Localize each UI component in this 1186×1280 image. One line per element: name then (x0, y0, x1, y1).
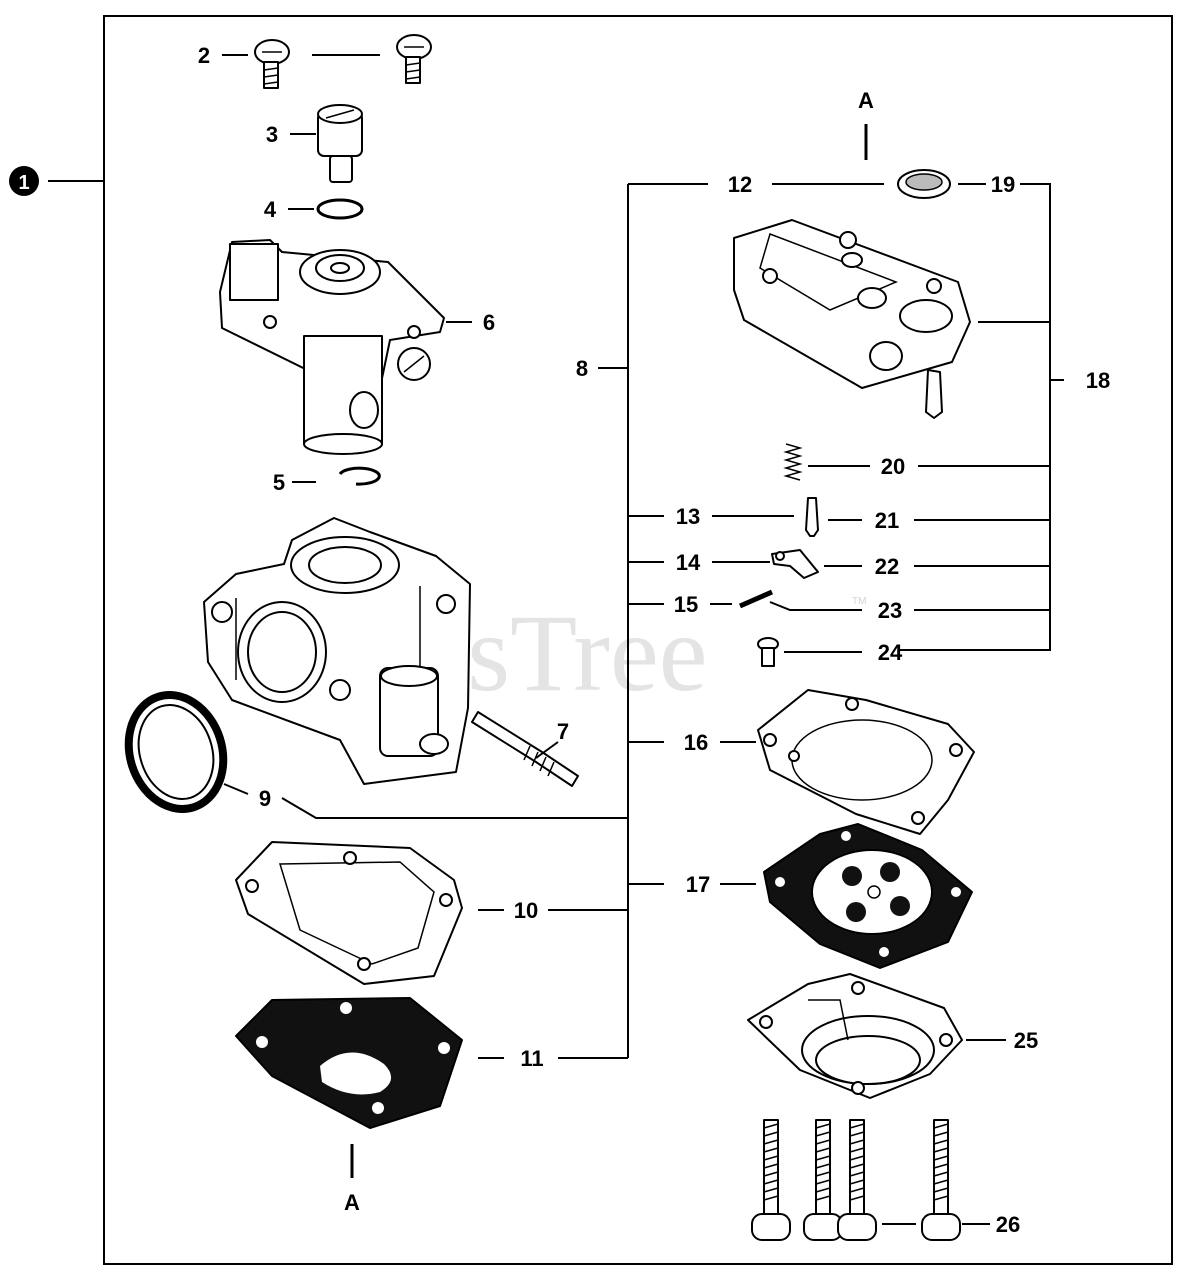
callout-21: 21 (875, 508, 899, 533)
callout-17: 17 (686, 872, 710, 897)
callout-13: 13 (676, 504, 700, 529)
reference-label-bottom: A (344, 1190, 360, 1215)
part-16-gasket (757, 689, 975, 835)
callout-18: 18 (1086, 368, 1110, 393)
part-25-cover (747, 973, 963, 1099)
callout-15: 15 (674, 592, 698, 617)
part-18-pump-body (733, 219, 971, 419)
part-4-o-ring (316, 198, 364, 220)
callout-2: 2 (198, 43, 210, 68)
part-17-diaphragm (763, 823, 973, 969)
callout-11: 11 (520, 1046, 543, 1071)
part-7-needle (471, 711, 579, 787)
part-3-plug (317, 104, 363, 183)
callout-20: 20 (881, 454, 905, 479)
kit-number-badge: 1 (9, 166, 39, 196)
part-10-gasket (235, 841, 463, 985)
part-23-pin (738, 589, 774, 609)
reference-label-top: A (858, 88, 874, 113)
leader-9b (281, 797, 628, 819)
part-22-lever (771, 549, 819, 579)
callout-9: 9 (259, 786, 271, 811)
callout-5: 5 (273, 470, 285, 495)
callout-3: 3 (266, 122, 278, 147)
trademark-symbol: TM (852, 596, 866, 607)
part-5-clip (338, 466, 381, 486)
part-21-needle-valve (805, 497, 819, 537)
leader-9a (223, 783, 249, 795)
part-6-pump-cover (219, 239, 445, 455)
callout-4: 4 (264, 197, 277, 222)
callout-16: 16 (684, 730, 708, 755)
part-2-screws (254, 34, 432, 89)
callout-12: 12 (728, 172, 752, 197)
callout-26: 26 (996, 1212, 1020, 1237)
callout-14: 14 (676, 550, 701, 575)
callout-10: 10 (514, 898, 538, 923)
svg-text:1: 1 (18, 172, 29, 194)
callout-23: 23 (878, 598, 902, 623)
part-20-spring (783, 443, 803, 481)
callout-24: 24 (878, 640, 903, 665)
carburetor-body (203, 517, 471, 785)
part-19-filter-screen (897, 169, 951, 199)
diagram-frame (103, 15, 1173, 1265)
callout-19: 19 (991, 172, 1015, 197)
leader-23a (769, 601, 862, 611)
leader-7 (535, 741, 559, 759)
part-24-screw (757, 637, 779, 667)
callout-6: 6 (483, 310, 495, 335)
part-26-screws (751, 1119, 961, 1241)
callout-7: 7 (557, 719, 569, 744)
callout-22: 22 (875, 554, 899, 579)
part-9-gasket-ring (124, 691, 228, 813)
bracket-18 (900, 183, 1051, 651)
callout-8: 8 (576, 356, 588, 381)
part-11-diaphragm (235, 997, 463, 1129)
callout-25: 25 (1014, 1028, 1038, 1053)
